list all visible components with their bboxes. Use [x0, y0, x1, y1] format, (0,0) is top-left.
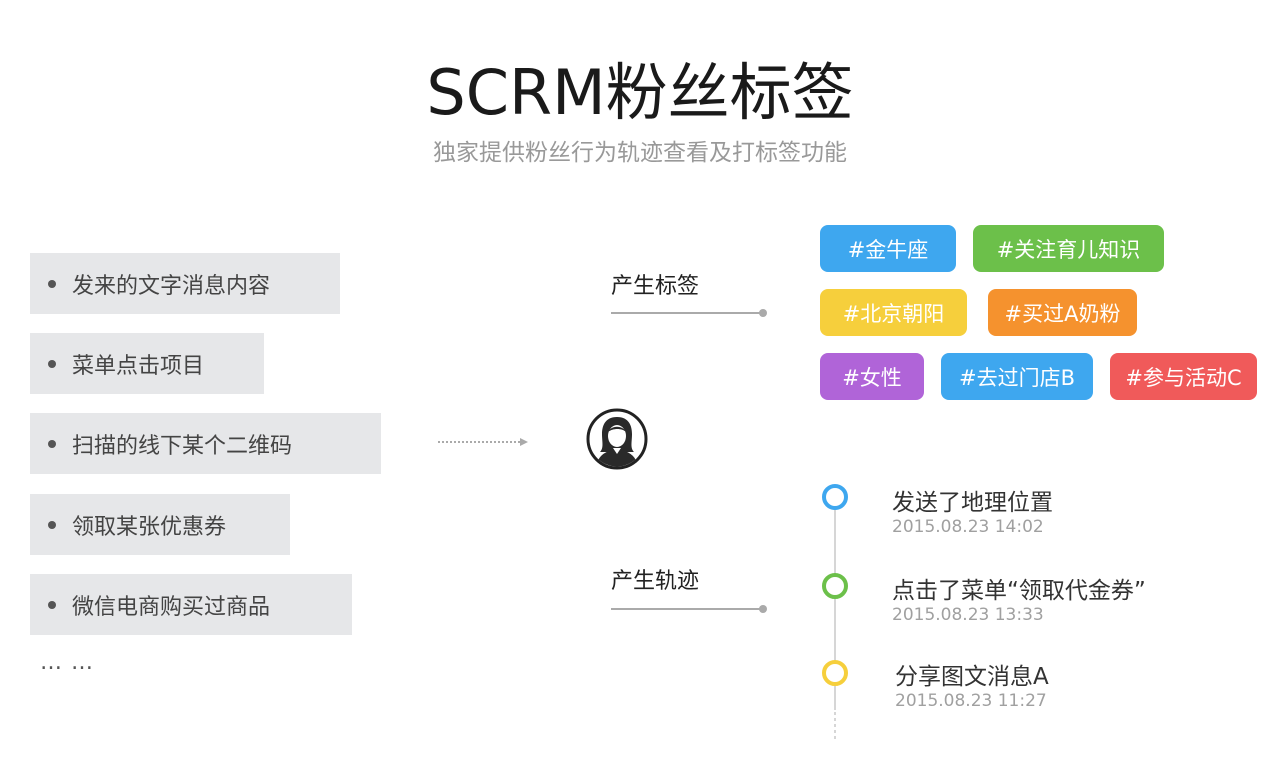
- timeline-event-title: 分享图文消息A: [895, 664, 1049, 690]
- fan-tag: #参与活动C: [1110, 353, 1257, 400]
- track-branch-label: 产生轨迹: [611, 569, 700, 594]
- behavior-item: 领取某张优惠券: [30, 494, 290, 555]
- bullet-icon: [48, 359, 56, 368]
- page-subtitle: 独家提供粉丝行为轨迹查看及打标签功能: [433, 140, 847, 166]
- timeline-event-time: 2015.08.23 14:02: [892, 517, 1044, 537]
- timeline-event-title: 发送了地理位置: [892, 490, 1053, 516]
- track-branch-line: [611, 608, 763, 610]
- behavior-item: 扫描的线下某个二维码: [30, 413, 381, 474]
- behavior-item: 微信电商购买过商品: [30, 574, 352, 635]
- user-avatar-icon: [586, 408, 648, 470]
- tags-branch-dot: [759, 309, 767, 317]
- track-branch-dot: [759, 605, 767, 613]
- tags-branch-line: [611, 312, 763, 314]
- dotted-arrow-icon: [438, 438, 528, 446]
- timeline-dot: [822, 573, 848, 599]
- behavior-label: 领取某张优惠券: [72, 514, 227, 540]
- fan-tag: #去过门店B: [941, 353, 1093, 400]
- page-title: SCRM粉丝标签: [426, 56, 854, 129]
- timeline-event-time: 2015.08.23 13:33: [892, 605, 1044, 625]
- timeline-dot: [822, 660, 848, 686]
- bullet-icon: [48, 439, 56, 448]
- timeline-line: [834, 510, 836, 710]
- fan-tag: #关注育儿知识: [973, 225, 1164, 272]
- more-ellipsis: … …: [40, 650, 94, 675]
- behavior-label: 微信电商购买过商品: [72, 594, 271, 620]
- bullet-icon: [48, 520, 56, 529]
- behavior-item: 发来的文字消息内容: [30, 253, 340, 314]
- behavior-label: 发来的文字消息内容: [72, 273, 271, 299]
- behavior-label: 扫描的线下某个二维码: [72, 433, 293, 459]
- behavior-item: 菜单点击项目: [30, 333, 264, 394]
- timeline-event-title: 点击了菜单“领取代金券”: [892, 578, 1146, 604]
- timeline-dashed-line: [834, 712, 836, 740]
- timeline-event-time: 2015.08.23 11:27: [895, 691, 1047, 711]
- fan-tag: #女性: [820, 353, 924, 400]
- fan-tag: #买过A奶粉: [988, 289, 1137, 336]
- bullet-icon: [48, 600, 56, 609]
- bullet-icon: [48, 279, 56, 288]
- timeline-dot: [822, 484, 848, 510]
- behavior-label: 菜单点击项目: [72, 353, 205, 379]
- tags-branch-label: 产生标签: [611, 274, 700, 299]
- fan-tag: #金牛座: [820, 225, 956, 272]
- fan-tag: #北京朝阳: [820, 289, 967, 336]
